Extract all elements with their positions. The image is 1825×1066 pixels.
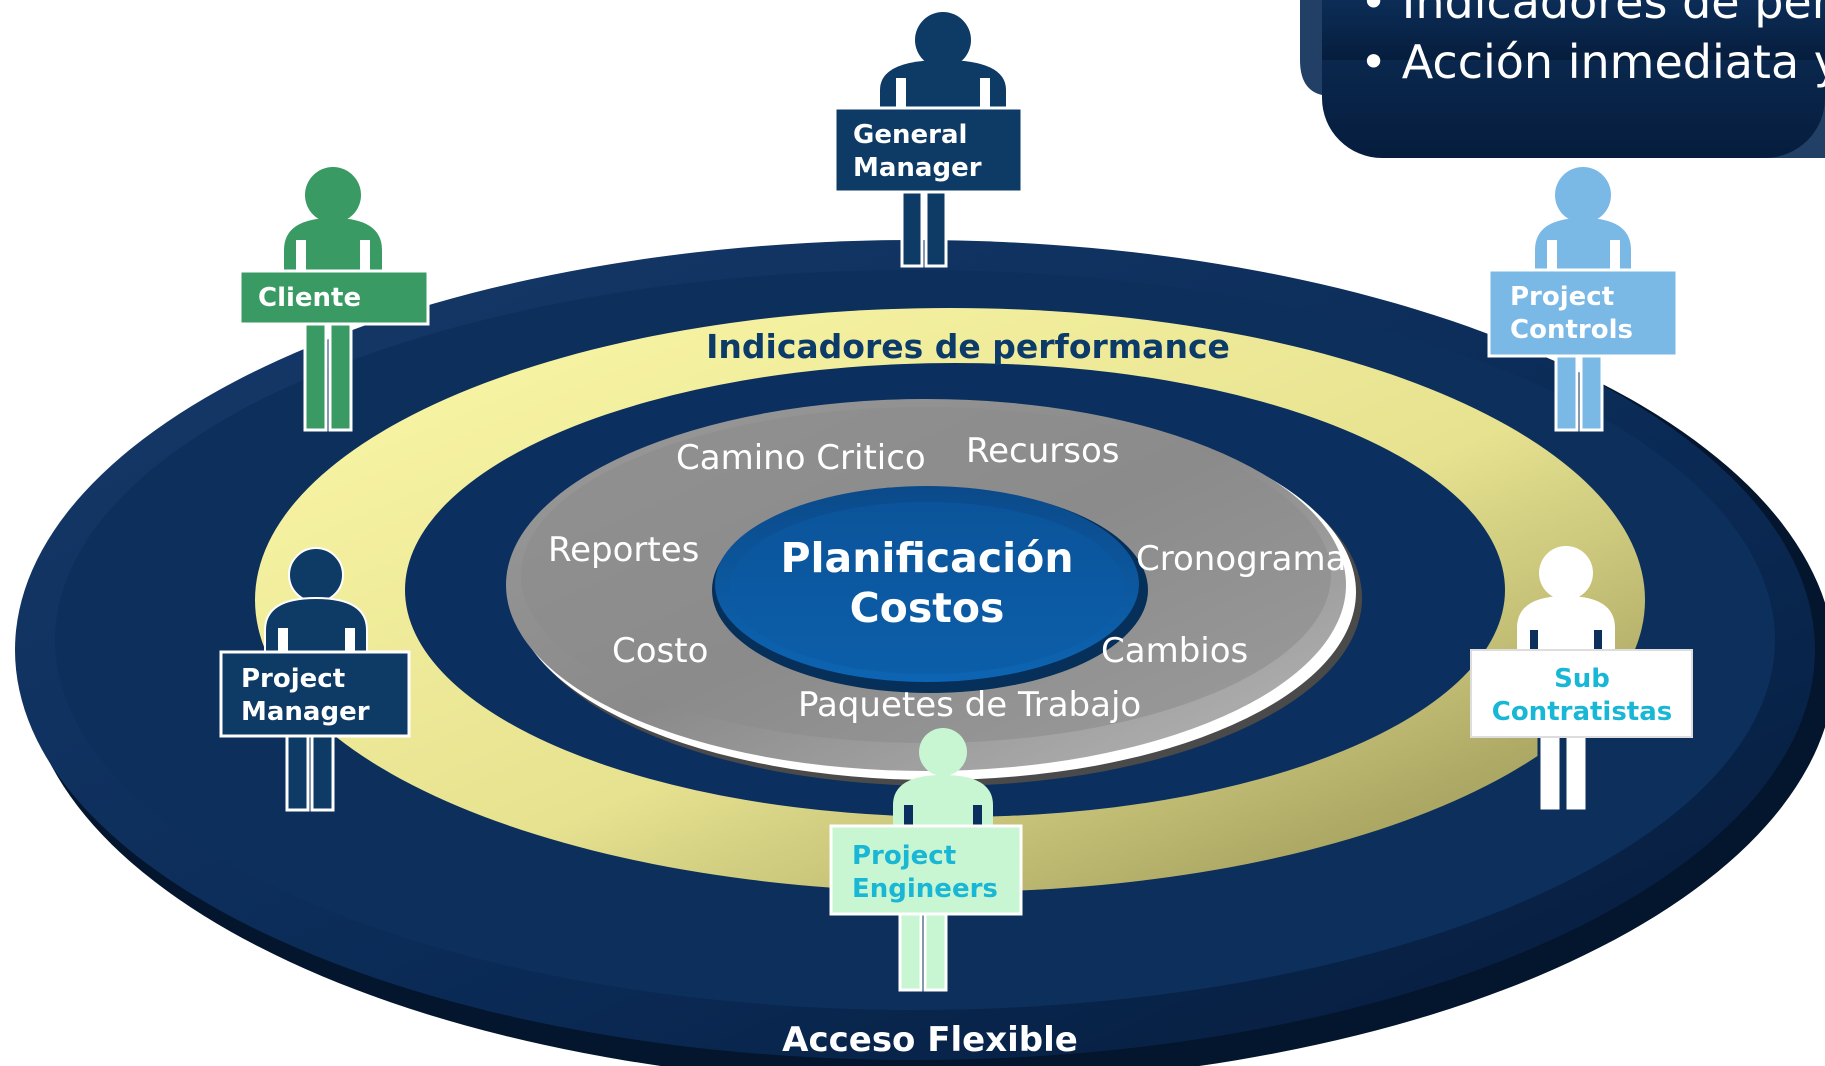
center-title-line1: Planificación xyxy=(780,534,1073,582)
sub-contratistas-label-2: Contratistas xyxy=(1492,697,1673,727)
ring-item-cambios: Cambios xyxy=(1101,631,1248,671)
person-project-manager: Project Manager xyxy=(219,547,411,812)
person-project-engineers: Project Engineers xyxy=(829,728,1023,992)
ring-item-costo: Costo xyxy=(612,631,708,671)
project-engineers-label-1: Project xyxy=(852,841,956,871)
ring-item-camino-critico: Camino Critico xyxy=(676,438,926,478)
project-controls-label-1: Project xyxy=(1510,282,1614,312)
person-sub-contratistas: Sub Contratistas xyxy=(1470,546,1693,813)
callout-box: • Indicadores de perfo • Acción inmediat… xyxy=(1300,0,1825,158)
performance-ring-label: Indicadores de performance xyxy=(706,327,1230,366)
ring-item-reportes: Reportes xyxy=(548,530,699,570)
general-manager-label-1: General xyxy=(853,120,967,150)
person-general-manager: General Manager xyxy=(833,12,1024,268)
cliente-label: Cliente xyxy=(258,283,361,313)
callout-bullet-2: • Acción inmediata y p xyxy=(1360,35,1825,89)
person-project-controls: Project Controls xyxy=(1487,167,1679,432)
center-ellipse-inner xyxy=(729,502,1125,674)
ring-item-recursos: Recursos xyxy=(966,431,1119,471)
project-controls-label-2: Controls xyxy=(1510,315,1633,345)
person-cliente: Cliente xyxy=(238,167,430,432)
outer-ring-label: Acceso Flexible xyxy=(782,1020,1078,1060)
general-manager-label-2: Manager xyxy=(853,153,982,183)
sub-contratistas-label-1: Sub xyxy=(1554,664,1610,694)
ring-item-paquetes: Paquetes de Trabajo xyxy=(798,685,1141,725)
center-title-line2: Costos xyxy=(850,584,1005,632)
project-manager-label-1: Project xyxy=(241,664,345,694)
project-manager-label-2: Manager xyxy=(241,697,370,727)
ring-item-cronograma: Cronograma xyxy=(1136,539,1346,579)
callout-bullet-1: • Indicadores de perfo xyxy=(1360,0,1825,29)
project-engineers-label-2: Engineers xyxy=(852,874,998,904)
